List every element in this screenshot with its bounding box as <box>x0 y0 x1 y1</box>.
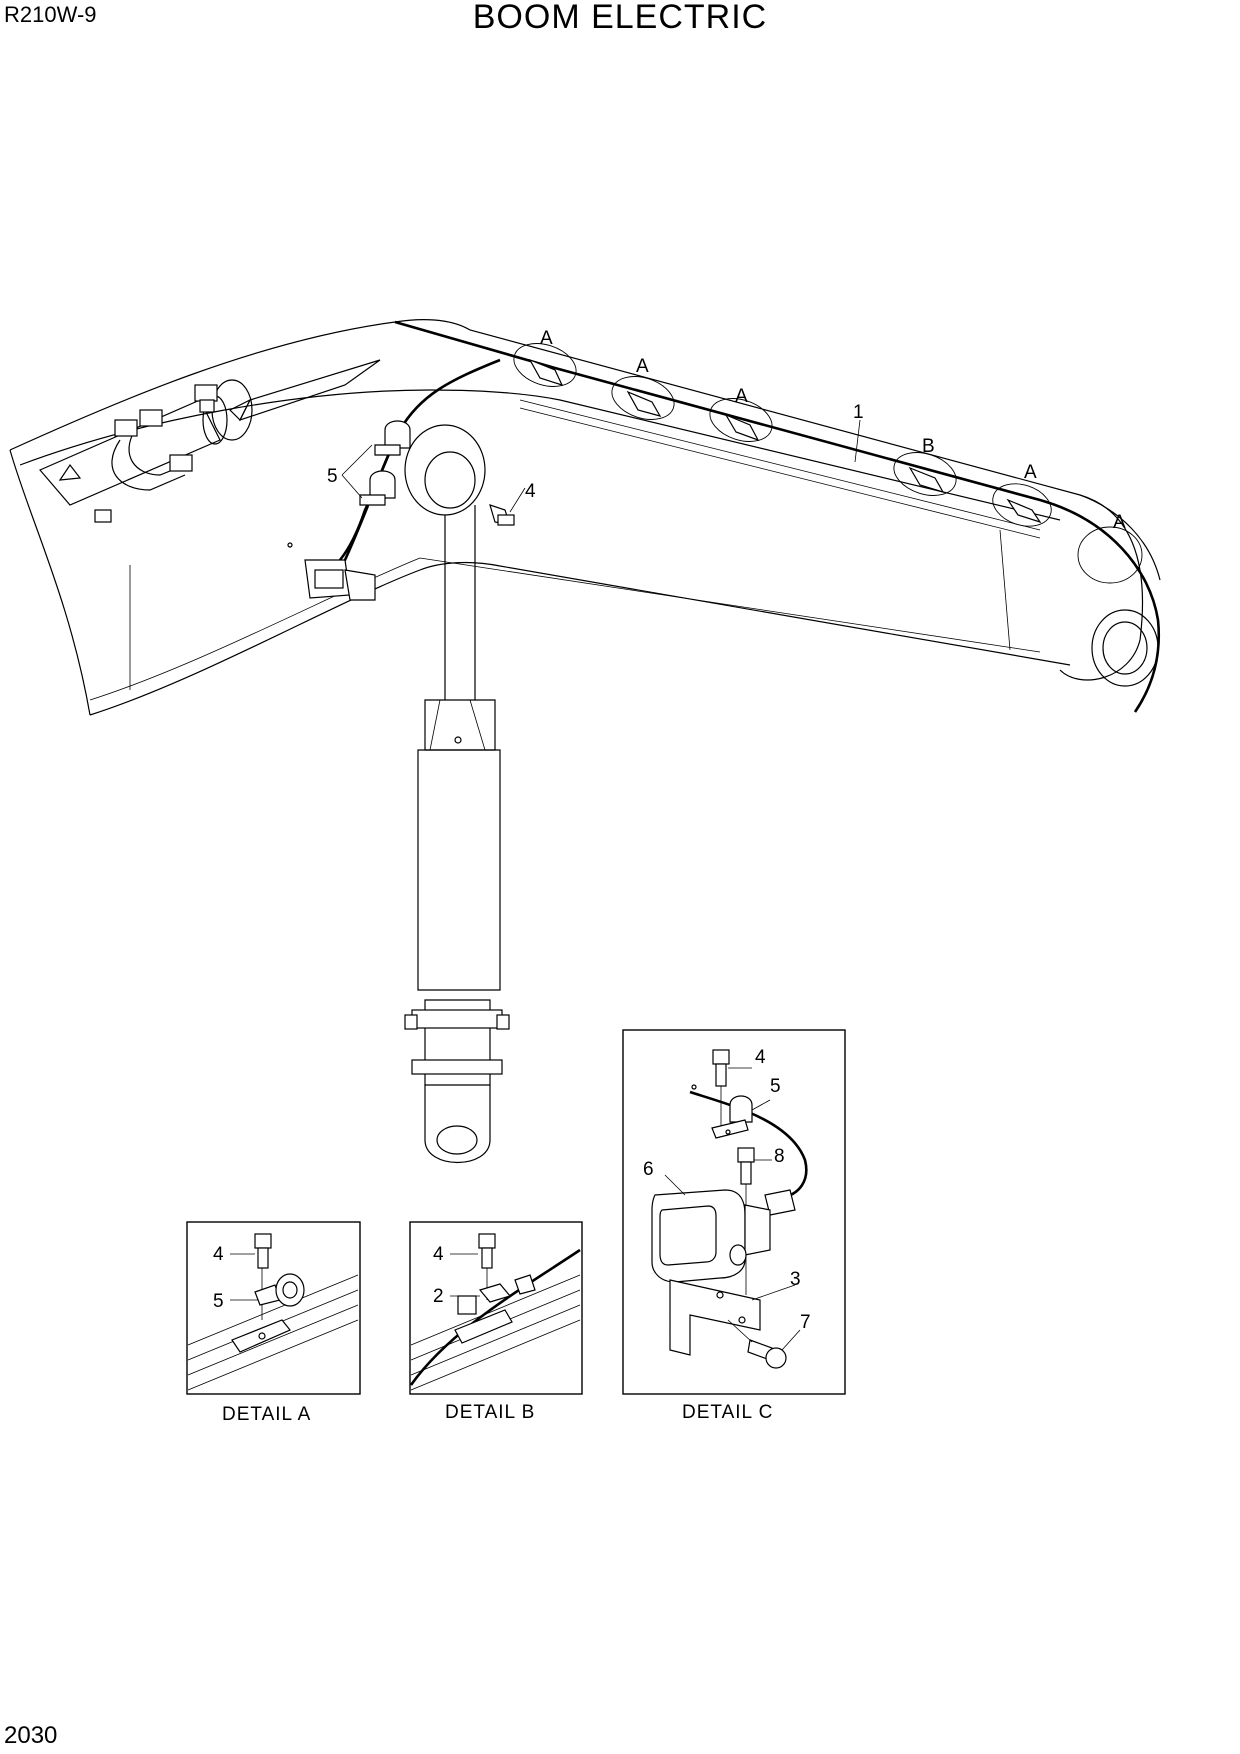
main-leaders <box>341 419 861 513</box>
callout-5: 5 <box>770 1076 781 1097</box>
main-work-light <box>287 420 515 601</box>
callout-4: 4 <box>433 1244 444 1265</box>
callout-B: B <box>922 436 935 457</box>
detail-a: 4 5 DETAIL A <box>186 1221 361 1425</box>
callout-4: 4 <box>525 481 536 502</box>
callout-6: 6 <box>643 1159 654 1180</box>
callout-2: 2 <box>433 1286 444 1307</box>
callout-4: 4 <box>213 1244 224 1265</box>
callout-A: A <box>1113 512 1126 533</box>
upper-cylinder <box>39 379 253 523</box>
detail-c: 4 5 8 6 3 7 DETAIL C <box>622 1029 846 1423</box>
callout-A: A <box>540 328 553 349</box>
callout-5: 5 <box>213 1291 224 1312</box>
callout-1: 1 <box>853 402 864 423</box>
callout-4: 4 <box>755 1047 766 1068</box>
page-number: 2030 <box>4 1722 58 1749</box>
callout-7: 7 <box>800 1312 811 1333</box>
detail-c-caption: DETAIL C <box>682 1402 773 1423</box>
page-title: BOOM ELECTRIC <box>472 0 768 36</box>
model-number: R210W-9 <box>4 2 97 27</box>
callout-5: 5 <box>327 466 338 487</box>
boom-structure <box>9 319 1161 716</box>
callout-A: A <box>636 356 649 377</box>
callout-A: A <box>1024 462 1037 483</box>
detail-b-caption: DETAIL B <box>445 1402 535 1423</box>
harness-clamps <box>513 343 1052 527</box>
callout-3: 3 <box>790 1269 801 1290</box>
boom-cylinder <box>404 424 510 1164</box>
detail-a-caption: DETAIL A <box>222 1404 311 1425</box>
detail-b: 4 2 DETAIL B <box>409 1221 583 1423</box>
callout-A: A <box>735 386 748 407</box>
callout-8: 8 <box>774 1146 785 1167</box>
